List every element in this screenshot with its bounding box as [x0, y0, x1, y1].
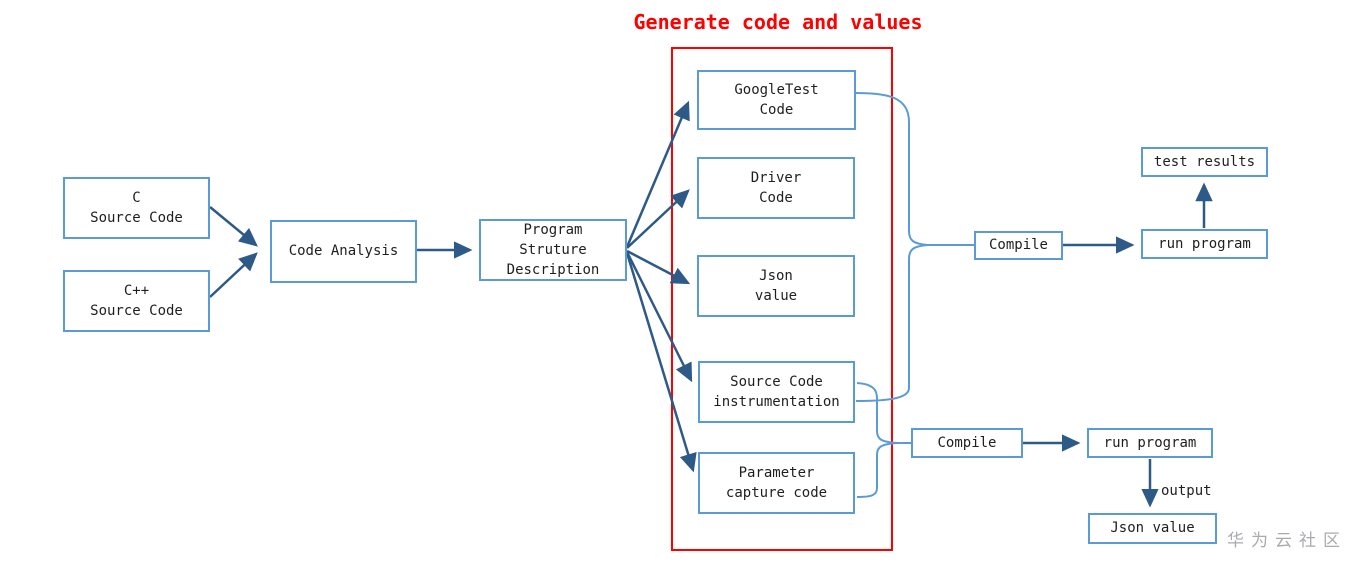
- node-run-program-test-path: run program: [1141, 229, 1268, 259]
- node-cpp-source-code: C++ Source Code: [63, 270, 210, 332]
- node-test-results: test results: [1141, 147, 1268, 177]
- node-parameter-capture-code: Parameter capture code: [698, 452, 855, 514]
- node-googletest-code: GoogleTest Code: [697, 70, 856, 130]
- arrow-program-to-instrumentation: [625, 251, 693, 383]
- arrow-program-to-driver: [626, 189, 690, 249]
- node-code-analysis: Code Analysis: [270, 220, 417, 283]
- arrow-cpp-to-analysis: [209, 252, 258, 298]
- generate-group-rectangle: [671, 47, 893, 551]
- watermark-huawei-cloud-community: 华为云社区: [1227, 531, 1347, 551]
- node-run-program-capture-path: run program: [1087, 428, 1213, 458]
- node-json-value-output: Json value: [1088, 513, 1217, 544]
- arrow-program-to-json: [626, 249, 691, 285]
- node-program-structure-description: Program Struture Description: [479, 219, 627, 281]
- node-driver-code: Driver Code: [697, 157, 855, 219]
- arrow-program-to-capture: [625, 252, 697, 473]
- node-compile-test-path: Compile: [974, 231, 1063, 260]
- edge-label-output: output: [1161, 483, 1212, 499]
- node-c-source-code: C Source Code: [63, 177, 210, 239]
- diagram-title: Generate code and values: [633, 10, 923, 34]
- node-compile-capture-path: Compile: [911, 428, 1023, 458]
- arrow-program-to-googletest: [625, 100, 690, 248]
- brace-test-group: [855, 92, 929, 402]
- node-json-value-generated: Json value: [697, 255, 855, 317]
- node-source-code-instrumentation: Source Code instrumentation: [698, 361, 855, 423]
- arrow-c-to-analysis: [209, 206, 258, 247]
